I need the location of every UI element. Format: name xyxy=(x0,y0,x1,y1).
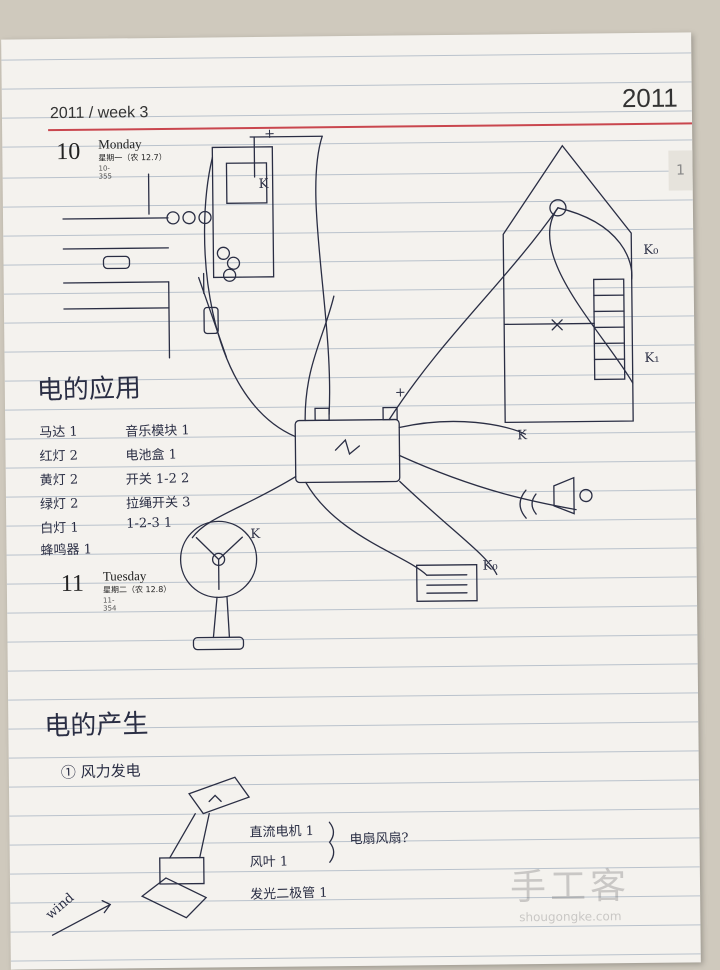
wire xyxy=(306,481,427,576)
wire xyxy=(192,477,297,538)
switch-label-k: K xyxy=(517,428,527,443)
parts-brace xyxy=(329,822,333,862)
watermark: 手工客 shougongke.com xyxy=(510,857,631,924)
wire xyxy=(315,136,330,414)
switch-label-k1: K₁ xyxy=(644,351,659,366)
fan-sketch xyxy=(180,521,257,650)
traffic-intersection-sketch xyxy=(62,136,324,359)
circuit-sketch xyxy=(1,32,701,969)
planner-page: 1 2011 / week 3 2011 10 Monday 星期一（农 12.… xyxy=(1,32,701,969)
watermark-en: shougongke.com xyxy=(510,909,630,924)
music-module-sketch xyxy=(417,565,477,602)
speaker-sketch xyxy=(520,477,592,518)
plus-label: + xyxy=(395,385,406,400)
wire xyxy=(204,157,296,438)
switch-label-k0: K₀ xyxy=(482,558,497,573)
switch-label-k: K xyxy=(250,527,260,542)
switch-label-k: K xyxy=(258,177,268,192)
wind-turbine-sketch xyxy=(51,777,251,935)
watermark-cn: 手工客 xyxy=(510,857,631,910)
wire xyxy=(400,454,577,512)
plus-label: + xyxy=(264,127,275,142)
switch-label-k0: K₀ xyxy=(643,243,658,258)
house-sketch xyxy=(502,145,633,422)
